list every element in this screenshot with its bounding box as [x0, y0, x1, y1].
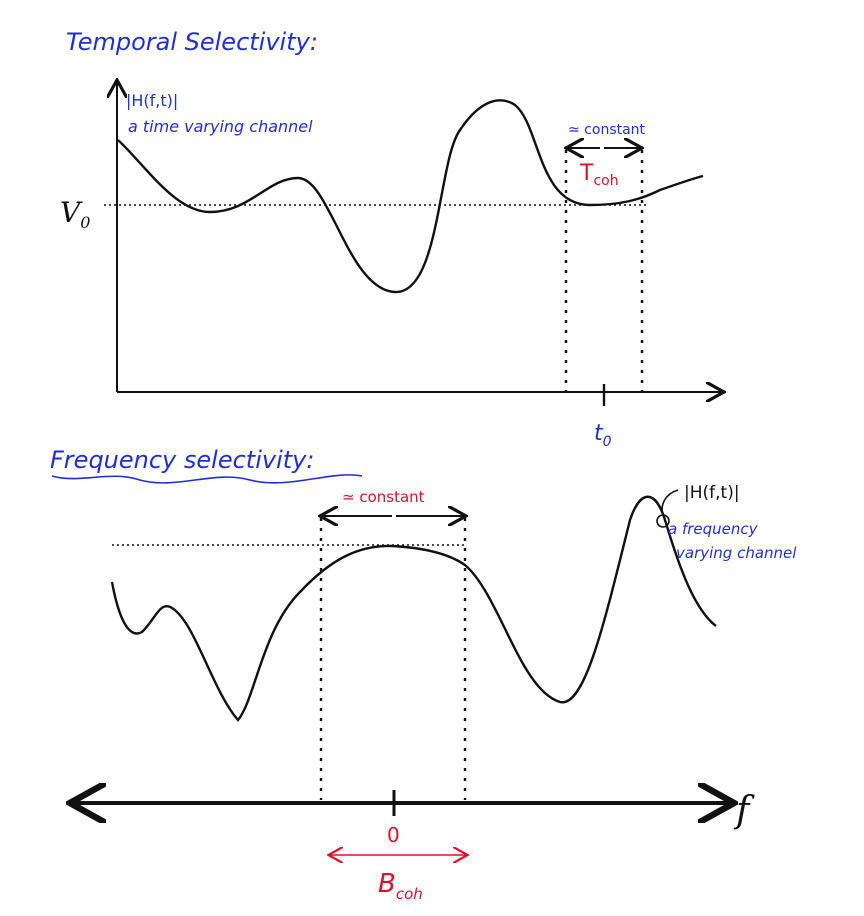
- zero-label: 0: [387, 823, 400, 847]
- curve-pointer-hook: [661, 489, 679, 516]
- bcoh-label: Bcoh: [378, 869, 423, 903]
- temporal-y-axis-label: |H(f,t)|: [126, 91, 178, 110]
- frequency-title: Frequency selectivity:: [50, 446, 314, 474]
- t0-label: t0: [594, 421, 612, 450]
- frequency-channel-curve: [110, 495, 717, 722]
- frequency-curve-note-line2: varying channel: [676, 544, 797, 562]
- temporal-title: Temporal Selectivity:: [66, 28, 318, 56]
- frequency-curve-note-line1: a frequency: [668, 520, 759, 538]
- tcoh-label: Tcoh: [579, 161, 619, 189]
- frequency-y-label: |H(f,t)|: [684, 483, 740, 503]
- frequency-panel: Frequency selectivity: ≃ constant |H(f,t…: [50, 446, 797, 903]
- temporal-curve-note: a time varying channel: [128, 117, 313, 136]
- temporal-constant-label: ≃ constant: [568, 122, 646, 138]
- frequency-constant-label: ≃ constant: [342, 488, 425, 506]
- frequency-title-underline: [51, 474, 363, 484]
- frequency-axis-label: f: [733, 790, 755, 831]
- temporal-panel: Temporal Selectivity: |H(f,t)| a time va…: [60, 28, 722, 450]
- temporal-channel-curve: [117, 99, 704, 294]
- level-label: V0: [60, 196, 90, 232]
